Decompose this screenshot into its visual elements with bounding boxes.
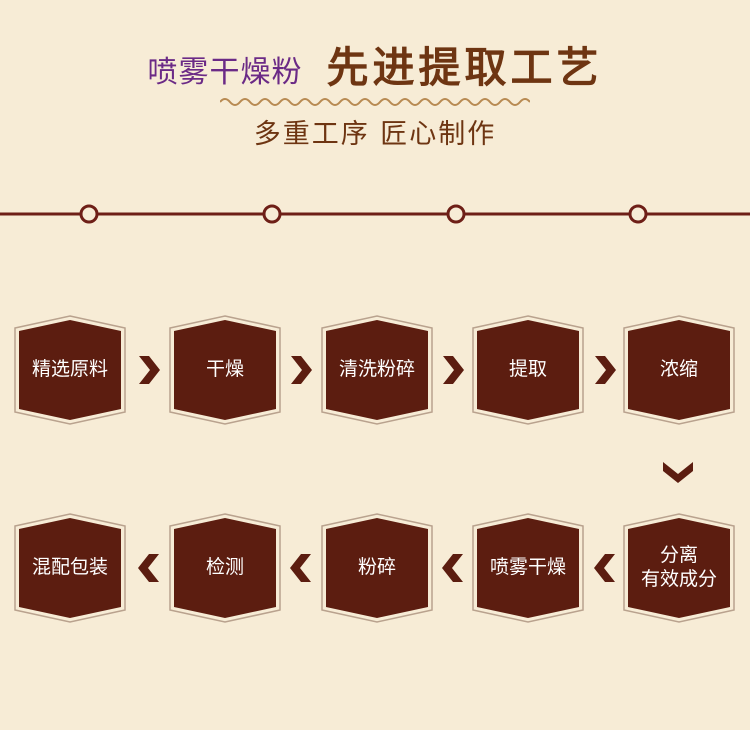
step-label: 干燥: [205, 358, 244, 381]
step-label: 喷雾干燥: [489, 556, 566, 579]
chevron-left-icon: [290, 554, 311, 582]
chevron-right-icon: [443, 356, 464, 384]
page-title: 先进提取工艺: [326, 43, 603, 92]
process-step: 分离 有效成分: [622, 512, 736, 624]
chevron-right-icon: [139, 356, 160, 384]
chevron-right-icon: [291, 356, 312, 384]
chevron-right-icon: [595, 356, 616, 384]
hexagon-shape: [321, 315, 433, 425]
hexagon-shape: [14, 315, 126, 425]
step-label: 粉碎: [357, 556, 396, 579]
step-label: 精选原料: [31, 358, 108, 381]
product-name: 喷雾干燥粉: [147, 55, 303, 90]
timeline-node: [628, 204, 648, 224]
page-subtitle: 多重工序 匠心制作: [253, 119, 497, 150]
process-step: 混配包装: [13, 512, 127, 624]
hexagon-shape: [623, 513, 735, 623]
step-label: 分离 有效成分: [640, 544, 717, 590]
timeline: [0, 204, 750, 224]
step-label: 混配包装: [31, 556, 108, 579]
hexagon-shape: [169, 315, 281, 425]
hexagon-shape: [472, 315, 584, 425]
chevron-left-icon: [138, 554, 159, 582]
hexagon-shape: [169, 513, 281, 623]
timeline-node: [262, 204, 282, 224]
chevron-left-icon: [594, 554, 615, 582]
process-step: 喷雾干燥: [471, 512, 585, 624]
process-step: 浓缩: [622, 314, 736, 426]
process-step: 提取: [471, 314, 585, 426]
hexagon-shape: [623, 315, 735, 425]
process-step: 清洗粉碎: [320, 314, 434, 426]
chevron-left-icon: [442, 554, 463, 582]
timeline-node: [446, 204, 466, 224]
step-label: 清洗粉碎: [338, 358, 415, 381]
chevron-down-icon: [663, 462, 693, 483]
process-step: 检测: [168, 512, 282, 624]
step-label: 检测: [205, 556, 244, 579]
hexagon-shape: [472, 513, 584, 623]
process-step: 精选原料: [13, 314, 127, 426]
step-label: 提取: [508, 358, 547, 381]
wave-divider: [220, 98, 530, 106]
process-step: 干燥: [168, 314, 282, 426]
hexagon-shape: [321, 513, 433, 623]
step-label: 浓缩: [659, 358, 698, 381]
process-step: 粉碎: [320, 512, 434, 624]
title-row: 喷雾干燥粉 先进提取工艺: [0, 34, 750, 94]
timeline-node: [79, 204, 99, 224]
hexagon-shape: [14, 513, 126, 623]
